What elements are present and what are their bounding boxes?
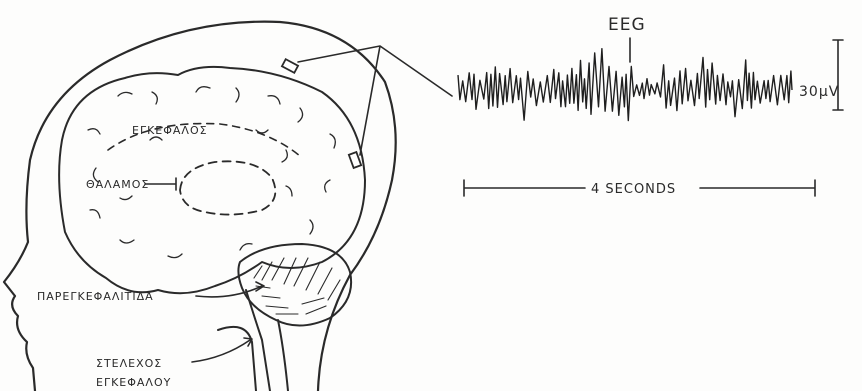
brain-gyri bbox=[88, 87, 335, 258]
electrode-top bbox=[282, 59, 298, 73]
lead-wires bbox=[298, 46, 452, 155]
time-scale-label: 4 SECONDS bbox=[591, 182, 676, 197]
eeg-title: EEG bbox=[608, 15, 646, 35]
amplitude-label: 30μV bbox=[799, 84, 839, 100]
neck-line bbox=[218, 327, 256, 391]
cerebellum-label: ΠΑΡΕΓΚΕΦΑΛΙΤΙΔΑ bbox=[37, 290, 154, 303]
thalamus-pointer bbox=[145, 178, 176, 190]
eeg-trace bbox=[458, 49, 792, 121]
thalamus-label: ΘΑΛΑΜΟΣ bbox=[86, 178, 149, 191]
brain-label: ΕΓΚΕΦΑΛΟΣ bbox=[132, 124, 208, 137]
head-outline bbox=[4, 22, 396, 391]
brainstem-pointer bbox=[192, 338, 252, 362]
cerebellum-folia bbox=[254, 258, 340, 314]
brainstem-label-line1: ΣΤΕΛΕΧΟΣ bbox=[96, 357, 162, 370]
thalamus-outline bbox=[180, 161, 275, 214]
brainstem-label-line2: ΕΓΚΕΦΑΛΟΥ bbox=[96, 376, 171, 389]
